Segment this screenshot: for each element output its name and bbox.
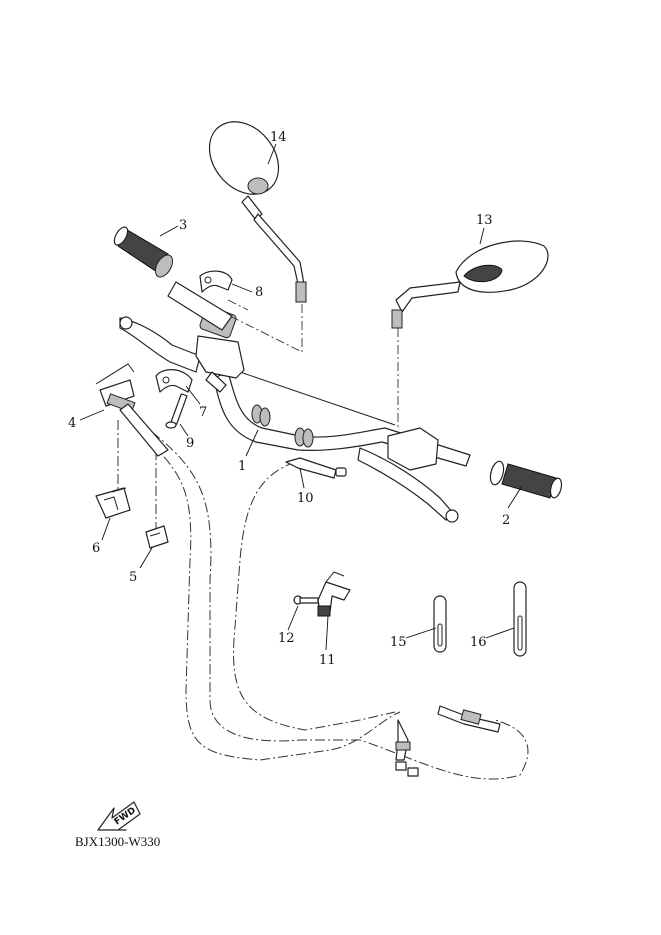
- handlebar-ribs: [251, 404, 314, 448]
- callout-6: 6: [92, 541, 100, 556]
- callout-12: 12: [278, 631, 295, 646]
- callout-15: 15: [390, 635, 407, 650]
- forward-arrow-icon: FWD: [97, 801, 141, 831]
- callout-13: 13: [476, 213, 493, 228]
- right-lever-assembly: [357, 427, 459, 523]
- callout-10: 10: [297, 491, 314, 506]
- cable-holder: [95, 363, 169, 457]
- cable-routing: [117, 420, 529, 780]
- callout-8: 8: [255, 285, 263, 300]
- band-15: [433, 595, 447, 653]
- bolt-12: [293, 595, 319, 605]
- clip-6: [95, 487, 131, 519]
- callout-9: 9: [186, 436, 194, 451]
- callout-11: 11: [319, 653, 336, 668]
- callout-16: 16: [470, 635, 487, 650]
- callout-3: 3: [179, 218, 187, 233]
- mirror-left: [391, 240, 549, 329]
- clamp-lower: [155, 369, 193, 393]
- bracket: [317, 571, 351, 617]
- reference-lines: [227, 299, 399, 428]
- right-grip: [489, 460, 563, 499]
- callout-5: 5: [129, 570, 137, 585]
- left-grip: [113, 226, 233, 331]
- bolt: [165, 393, 188, 429]
- cable-end: [285, 457, 347, 479]
- leader-lines: [79, 143, 523, 651]
- clip-5: [145, 525, 169, 549]
- callout-7: 7: [199, 405, 207, 420]
- mirror-right: [208, 121, 307, 303]
- callout-14: 14: [270, 130, 287, 145]
- drawing-code: BJX1300-W330: [75, 834, 160, 849]
- callout-4: 4: [68, 416, 76, 431]
- lower-cable-ends: [395, 705, 501, 777]
- callouts: 1 2 3 4 5 6 7 8 9 10 11 12 13 14 15 16: [68, 130, 510, 668]
- callout-1: 1: [238, 459, 246, 474]
- clamp-upper: [199, 270, 233, 293]
- callout-2: 2: [502, 513, 510, 528]
- band-16: [513, 581, 527, 657]
